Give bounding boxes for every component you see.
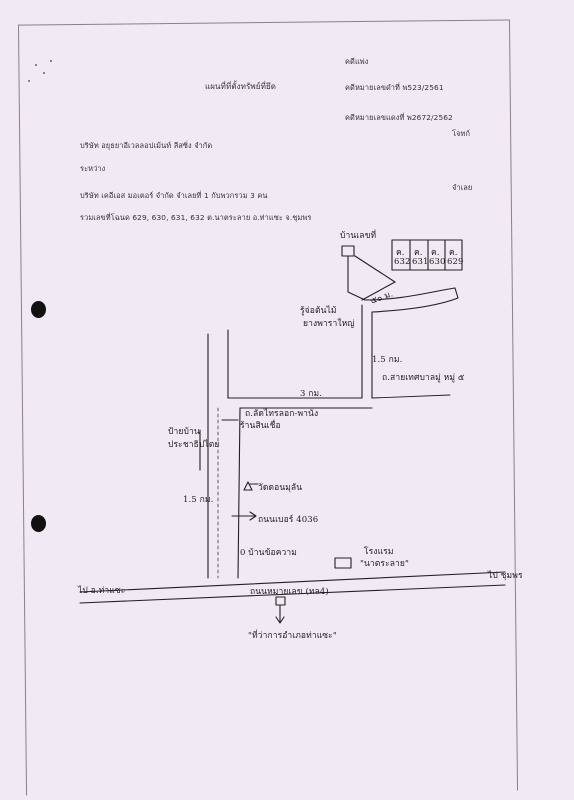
label-village-road: ถ.สายเทศบาลมู่ หมู่ ๕ xyxy=(382,373,465,383)
speck xyxy=(28,80,30,82)
label-village-sign: ป้ายบ้าน xyxy=(168,427,200,437)
plaintiff-role: โจทก์ xyxy=(452,129,471,138)
speck xyxy=(43,72,45,74)
label-district-office: "ที่ว่าการอำเภอท่าแซะ" xyxy=(248,631,337,641)
label-left-destination: ไป อ.ท่าแซะ xyxy=(78,586,126,596)
speck xyxy=(50,60,52,62)
label-temple: วัดดอนมุลัน xyxy=(258,483,303,493)
plot-prefix-2: ค. xyxy=(414,248,423,258)
defendant-name: บริษัท เคอีเอส มอเตอร์ จำกัด จำเลยที่ 1 … xyxy=(80,191,268,200)
defendant-role: จำเลย xyxy=(452,183,473,192)
label-school: โรงแรม xyxy=(364,547,394,557)
plot-629: 629 xyxy=(447,257,464,267)
red-case-number: คดีหมายเลขแดงที่ พ2672/2562 xyxy=(345,113,453,122)
plots-outline xyxy=(391,239,463,271)
label-landmark-tree: รู้จ่อต้นไม้ xyxy=(300,306,337,316)
plot-prefix-4: ค. xyxy=(449,248,458,258)
punch-hole-bottom xyxy=(31,515,46,532)
label-village-sign-2: ประชาธิปไตย xyxy=(168,440,220,450)
plot-631: 631 xyxy=(412,257,429,267)
black-case-number: คดีหมายเลขดำที่ พ523/2561 xyxy=(345,83,444,92)
speck xyxy=(35,64,37,66)
label-road-2: ถ.ลัดไทรลอก-พานัง xyxy=(245,409,319,419)
between-label: ระหว่าง xyxy=(80,164,106,173)
label-school-2: "นาตระลาย" xyxy=(360,559,410,569)
plot-prefix-3: ค. xyxy=(431,248,440,258)
label-sign-no: 0 บ้านข้อความ xyxy=(240,548,297,558)
label-shop: ร้านสินเชื่อ xyxy=(240,421,281,431)
house-marker-shape xyxy=(341,245,355,257)
label-landmark-tree-2: ยางพาราใหญ่ xyxy=(303,319,355,329)
label-road-4036: ถนนเบอร์ 4036 xyxy=(258,515,319,525)
case-label: คดีแพ่ง xyxy=(345,57,369,66)
label-highway: ถนนหมายเลข (ทล4) xyxy=(250,587,329,597)
deed-summary: รวมเลขที่โฉนด 629, 630, 631, 632 ต.นาตระ… xyxy=(80,213,312,222)
document-title: แผนที่ที่ตั้งทรัพย์ที่ยึด xyxy=(205,82,277,91)
plaintiff-name: บริษัท อยุธยาอีเวลลอปเม้นท์ ลีสซิ่ง จำกั… xyxy=(80,141,213,150)
plot-632: 632 xyxy=(394,257,411,267)
plot-630: 630 xyxy=(429,257,446,267)
punch-hole-top xyxy=(31,301,46,318)
label-dist-1-5-left: 1.5 กม. xyxy=(183,495,214,505)
plot-prefix-1: ค. xyxy=(396,248,405,258)
label-dist-3km: 3 กม. xyxy=(300,389,323,399)
label-house-top: บ้านเลขที่ xyxy=(340,231,377,241)
label-dist-1-5-right: 1.5 กม. xyxy=(372,355,403,365)
label-right-destination: ไป ชุมพร xyxy=(488,571,523,581)
